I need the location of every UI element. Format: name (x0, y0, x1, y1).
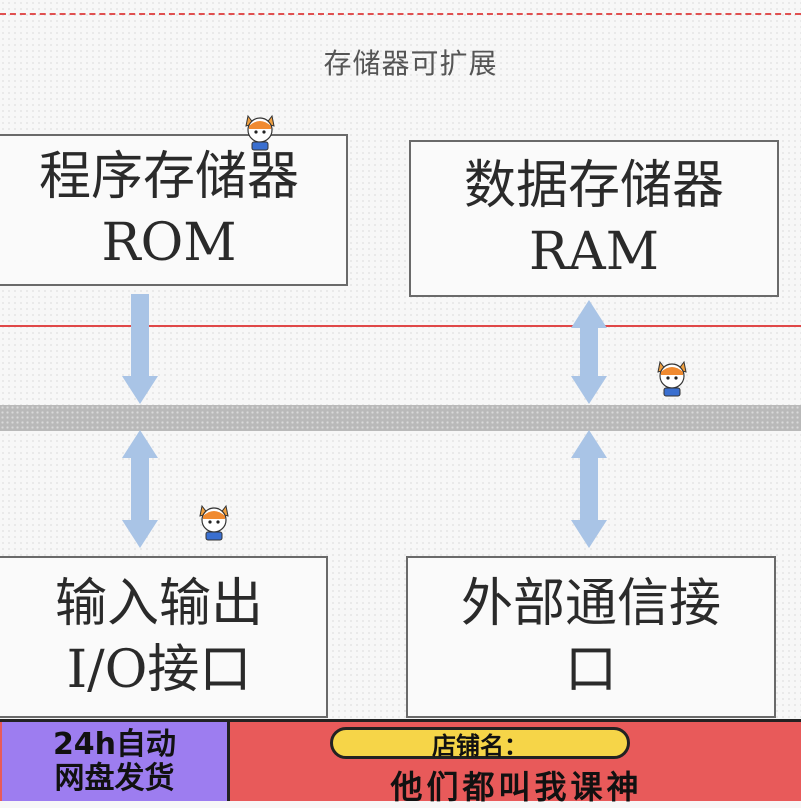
ram-block-title: 数据存储器 (463, 155, 724, 216)
mascot-watermark-icon (199, 504, 229, 541)
io-block-subtitle: I/O接口 (66, 640, 252, 700)
middle-red-divider (0, 325, 801, 327)
rom-block-title: 程序存储器 (38, 147, 299, 207)
auto-delivery-line2: 网盘发货 (54, 760, 175, 796)
external-comm-interface-block: 外部通信接 口 (406, 556, 776, 718)
data-memory-ram-block: 数据存储器 RAM (409, 140, 779, 297)
shop-name: 他们都叫我课神 (390, 768, 643, 806)
auto-delivery-badge: 24h自动 网盘发货 (2, 722, 230, 801)
comm-block-subtitle: 口 (564, 640, 617, 700)
mascot-watermark-icon (657, 360, 687, 397)
memory-expandable-caption: 存储器可扩展 (323, 47, 498, 80)
bus-to-io-arrow (122, 430, 158, 548)
rom-block-subtitle: ROM (101, 213, 237, 273)
program-memory-rom-block: 程序存储器 ROM (0, 134, 348, 286)
rom-to-bus-arrow (122, 294, 158, 404)
io-interface-block: 输入输出 I/O接口 (0, 556, 328, 718)
bus-to-comm-arrow (571, 430, 607, 548)
io-block-title: 输入输出 (54, 574, 263, 634)
auto-delivery-line1: 24h自动 (52, 726, 177, 762)
ram-bus-arrow (571, 300, 607, 404)
shop-banner: 24h自动 网盘发货 店铺名： 他们都叫我课神 (0, 719, 801, 806)
shop-label-pill: 店铺名： (330, 727, 630, 760)
mascot-watermark-icon (245, 114, 275, 151)
system-bus-bar (0, 405, 801, 431)
comm-block-title: 外部通信接 (460, 574, 721, 634)
top-red-divider (0, 13, 801, 15)
ram-block-subtitle: RAM (529, 221, 659, 282)
